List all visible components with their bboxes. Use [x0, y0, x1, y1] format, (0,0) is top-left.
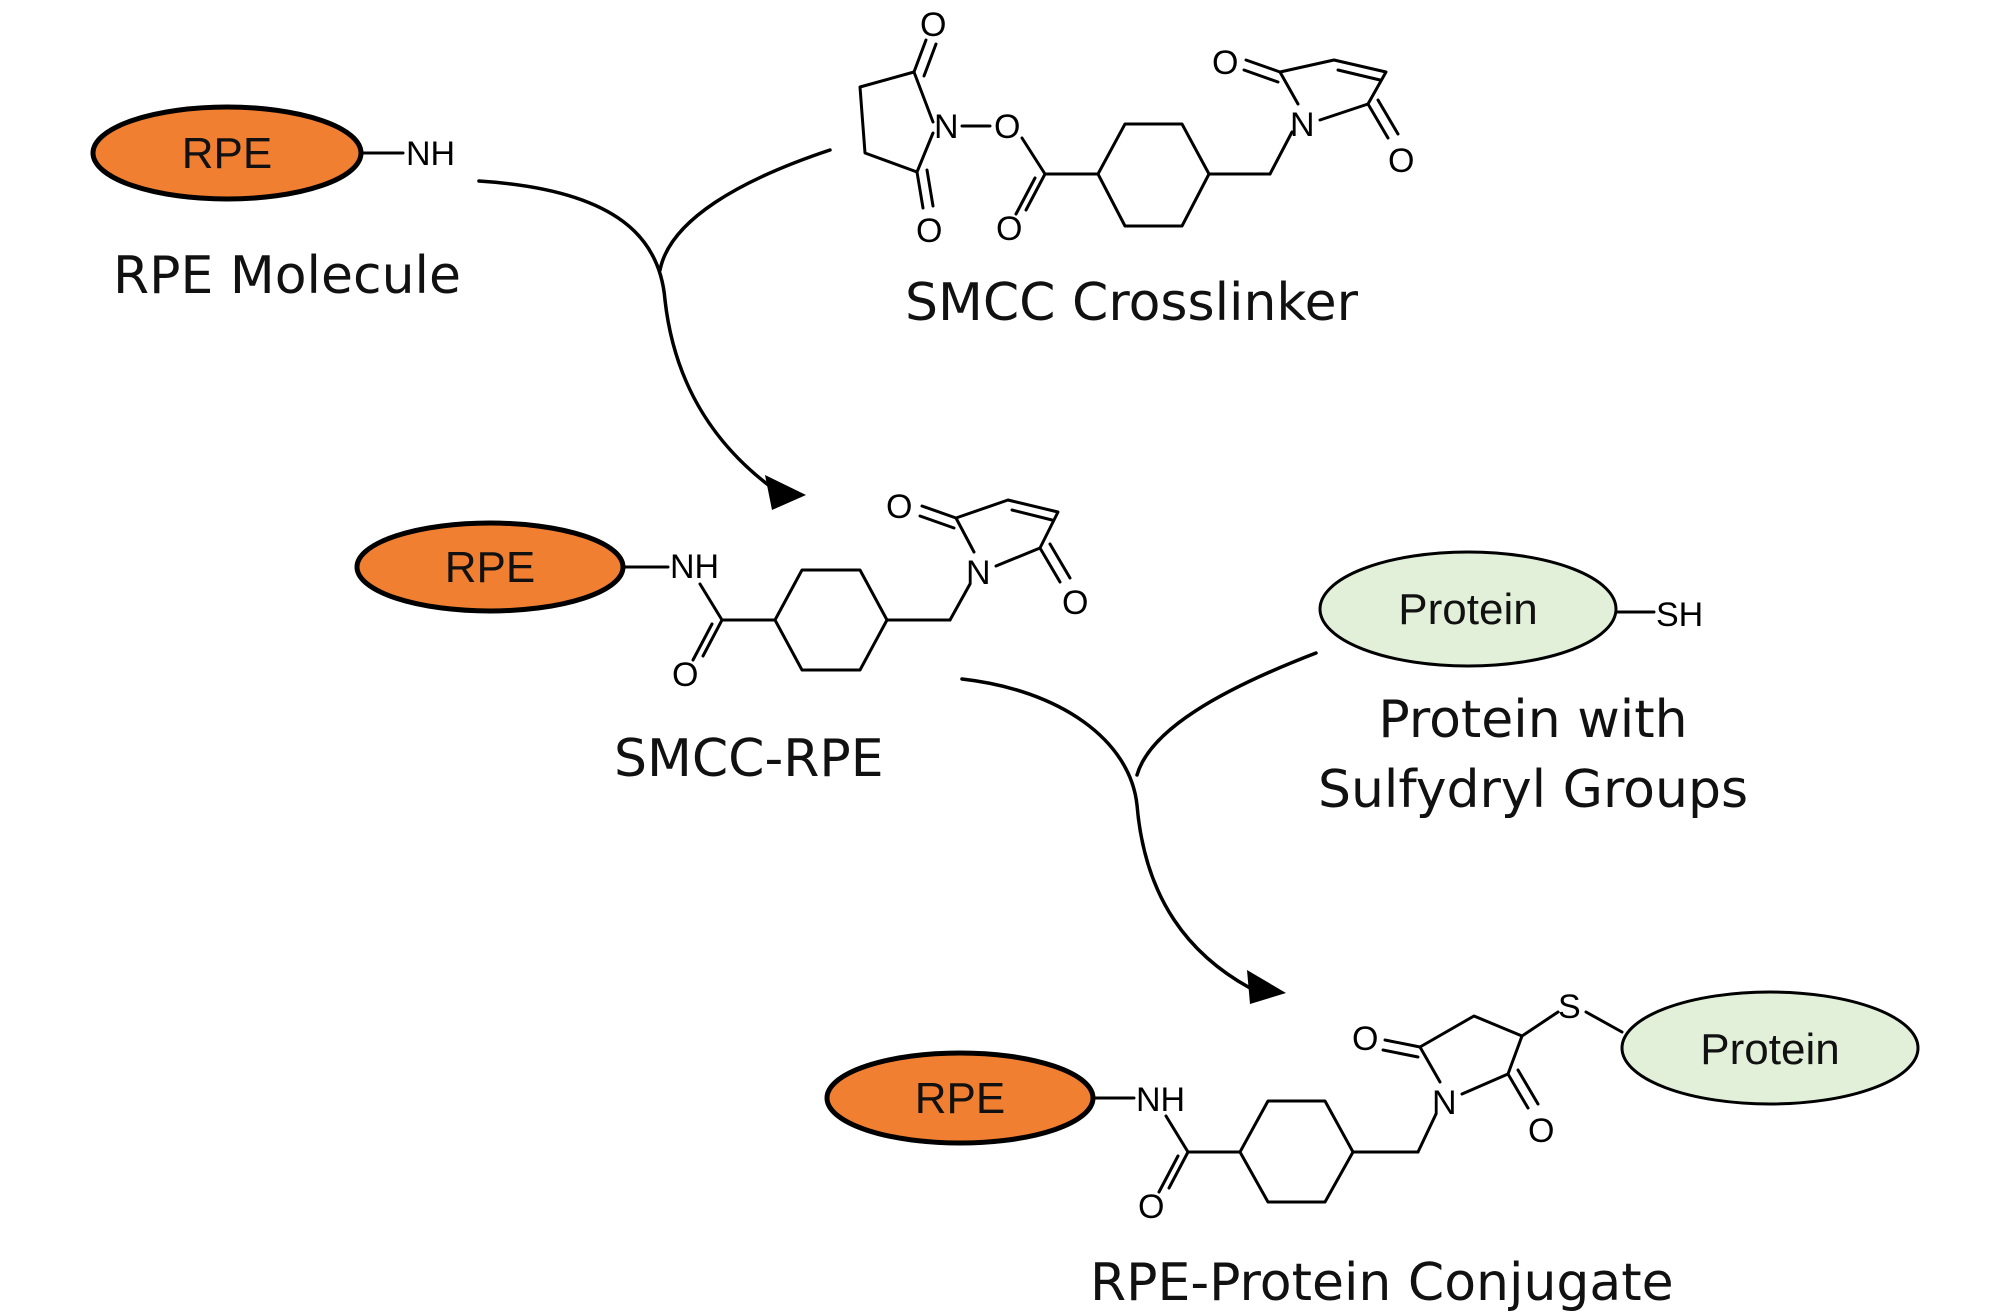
smcc-crosslinker: O O N O O N O O SMCC Crosslinker	[858, 6, 1414, 333]
smcc-o-mal-right: O	[1388, 142, 1414, 180]
conjugate-o-right: O	[1528, 1112, 1554, 1150]
smcc-n-succ: N	[934, 108, 959, 146]
conjugate-s-atom: S	[1558, 988, 1581, 1026]
smcc-rpe-o-mal-right: O	[1062, 584, 1088, 622]
smcc-o-bottom: O	[916, 212, 942, 250]
arrow-2-main-curve	[960, 677, 1252, 990]
conjugate-n-succ: N	[1432, 1084, 1457, 1122]
reaction-arrow-1	[477, 148, 832, 510]
smcc-o-top: O	[920, 6, 946, 44]
smcc-crosslinker-caption: SMCC Crosslinker	[905, 273, 1359, 333]
conjugate-protein-blob-label: Protein	[1700, 1025, 1839, 1074]
protein-blob-top	[1318, 550, 1618, 668]
arrow-1-reagent-curve	[658, 148, 832, 272]
conjugate-rpe-blob-label: RPE	[915, 1074, 1005, 1123]
smcc-rpe: RPE NH O N O O SMCC-RPE	[354, 488, 1088, 789]
protein-sh-atom: SH	[1656, 596, 1703, 634]
conjugate-o-left: O	[1352, 1020, 1378, 1058]
smcc-o-carbonyl: O	[996, 210, 1022, 248]
conjugate-nh: NH	[1136, 1081, 1185, 1119]
rpe-molecule-caption: RPE Molecule	[113, 246, 461, 306]
protein-caption-line2: Sulfydryl Groups	[1318, 760, 1748, 820]
smcc-rpe-n-mal: N	[966, 554, 991, 592]
smcc-o-ester: O	[994, 108, 1020, 146]
smcc-rpe-nh: NH	[670, 548, 719, 586]
smcc-rpe-o-amide: O	[672, 656, 698, 694]
protein-with-sulfydryl: Protein SH Protein with Sulfydryl Groups	[1318, 550, 1748, 820]
rpe-protein-conjugate: RPE NH O N O O S Protein RPE-Protein Con…	[824, 988, 1920, 1313]
conjugate-caption: RPE-Protein Conjugate	[1090, 1253, 1674, 1313]
smcc-o-mal-left: O	[1212, 44, 1238, 82]
arrow-2-head	[1247, 970, 1286, 1004]
rpe-blob-label: RPE	[182, 129, 272, 178]
smcc-rpe-caption: SMCC-RPE	[614, 729, 884, 789]
protein-blob-top-label: Protein	[1398, 585, 1537, 634]
smcc-rpe-blob-label: RPE	[445, 543, 535, 592]
smcc-rpe-o-mal-left: O	[886, 488, 912, 526]
conjugate-protein-blob	[1620, 990, 1920, 1106]
reaction-arrow-2	[960, 651, 1318, 1004]
arrow-1-main-curve	[477, 179, 777, 492]
arrow-2-reagent-curve	[1135, 651, 1318, 777]
smcc-n-mal: N	[1290, 106, 1315, 144]
rpe-molecule: RPE NH RPE Molecule	[90, 104, 461, 306]
conjugate-o-amide: O	[1138, 1188, 1164, 1226]
rpe-nh-atom: NH	[406, 135, 455, 173]
protein-caption-line1: Protein with	[1378, 690, 1687, 750]
arrow-1-head	[765, 475, 806, 510]
